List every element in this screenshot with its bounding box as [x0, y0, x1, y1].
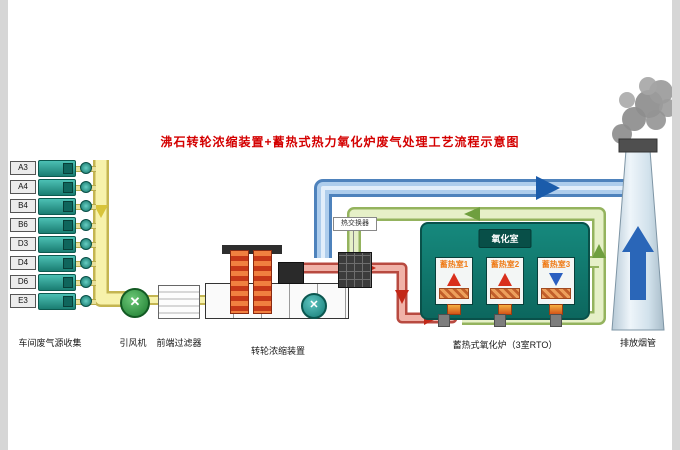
source-row: E3 — [0, 293, 110, 310]
collection-hood — [38, 236, 76, 253]
fan-blades-icon: ✕ — [309, 299, 319, 311]
fan-icon — [80, 162, 92, 174]
regen-chamber-2: 蓄热室2 — [486, 257, 524, 305]
collection-hood — [38, 255, 76, 272]
rotor-wheel — [253, 250, 272, 314]
ceramic-media — [439, 288, 469, 299]
rto-unit: 氧化室 蓄热室1 蓄热室2 蓄热室3 — [420, 222, 590, 320]
collection-hood — [38, 217, 76, 234]
diagram-title: 沸石转轮浓缩装置+蓄热式热力氧化炉废气处理工艺流程示意图 — [160, 135, 520, 149]
up-flow-arrow — [447, 273, 461, 286]
fan-icon — [80, 257, 92, 269]
desorption-fan: ✕ — [301, 293, 327, 319]
source-label: E3 — [10, 294, 36, 308]
source-row: B6 — [0, 217, 110, 234]
rotor-wheel — [230, 250, 249, 314]
heat-exchanger-leader-line — [353, 229, 354, 252]
rotor-label: 转轮浓缩装置 — [250, 346, 305, 356]
source-label: A3 — [10, 161, 36, 175]
left-flow-arrow — [464, 207, 480, 221]
down-flow-arrow — [395, 290, 409, 304]
source-row: D3 — [0, 236, 110, 253]
fan-icon — [80, 295, 92, 307]
collection-hood — [38, 198, 76, 215]
collection-hood — [38, 179, 76, 196]
stack-label: 排放烟管 — [619, 338, 656, 348]
regen-chamber-label: 蓄热室1 — [439, 260, 469, 269]
source-row: B4 — [0, 198, 110, 215]
heat-exchanger — [338, 252, 372, 288]
rto-leg — [550, 314, 562, 327]
regen-chamber-1: 蓄热室1 — [435, 257, 473, 305]
up-flow-arrow — [498, 273, 512, 286]
fan-icon — [80, 200, 92, 212]
collection-hood — [38, 274, 76, 291]
source-label: D6 — [10, 275, 36, 289]
fan-icon — [80, 238, 92, 250]
source-label: B6 — [10, 218, 36, 232]
collection-hood — [38, 293, 76, 310]
rto-leg — [494, 314, 506, 327]
collection-hood — [38, 160, 76, 177]
filter-label: 前端过滤器 — [156, 338, 202, 348]
clean-air-pipe — [314, 179, 634, 258]
oxidation-chamber-label: 氧化室 — [478, 229, 532, 248]
induced-draft-fan: ✕ — [120, 288, 150, 318]
rto-leg — [438, 314, 450, 327]
down-flow-arrow — [549, 273, 563, 286]
regen-chamber-label: 蓄热室3 — [541, 260, 571, 269]
rto-label: 蓄热式氧化炉（3室RTO） — [452, 340, 558, 350]
ceramic-media — [490, 288, 520, 299]
ceramic-media — [541, 288, 571, 299]
source-label: D4 — [10, 256, 36, 270]
source-row: A3 — [0, 160, 110, 177]
fan-icon — [80, 276, 92, 288]
down-flow-arrow — [94, 205, 108, 218]
page-edge-left — [0, 0, 8, 450]
front-filter — [158, 285, 200, 319]
page-edge-right — [672, 0, 680, 450]
source-row: A4 — [0, 179, 110, 196]
heat-exchanger-label: 热交换器 — [333, 217, 377, 231]
source-label: D3 — [10, 237, 36, 251]
burner — [447, 304, 461, 315]
right-flow-arrow — [536, 176, 560, 200]
raw-gas-duct — [93, 160, 215, 307]
rotor-top-frame — [222, 245, 282, 254]
source-label: A4 — [10, 180, 36, 194]
up-flow-arrow — [592, 244, 606, 258]
collection-label: 车间废气源收集 — [18, 338, 82, 348]
regen-chamber-label: 蓄热室2 — [490, 260, 520, 269]
fan-blades-icon: ✕ — [129, 294, 141, 309]
rotor-concentrator-base — [205, 283, 349, 319]
source-row: D4 — [0, 255, 110, 272]
source-row: D6 — [0, 274, 110, 291]
fan-icon — [80, 181, 92, 193]
fan-icon — [80, 219, 92, 231]
fan-label: 引风机 — [119, 338, 147, 348]
source-label: B4 — [10, 199, 36, 213]
rotor-control-panel — [278, 262, 304, 284]
regen-chamber-3: 蓄热室3 — [537, 257, 575, 305]
